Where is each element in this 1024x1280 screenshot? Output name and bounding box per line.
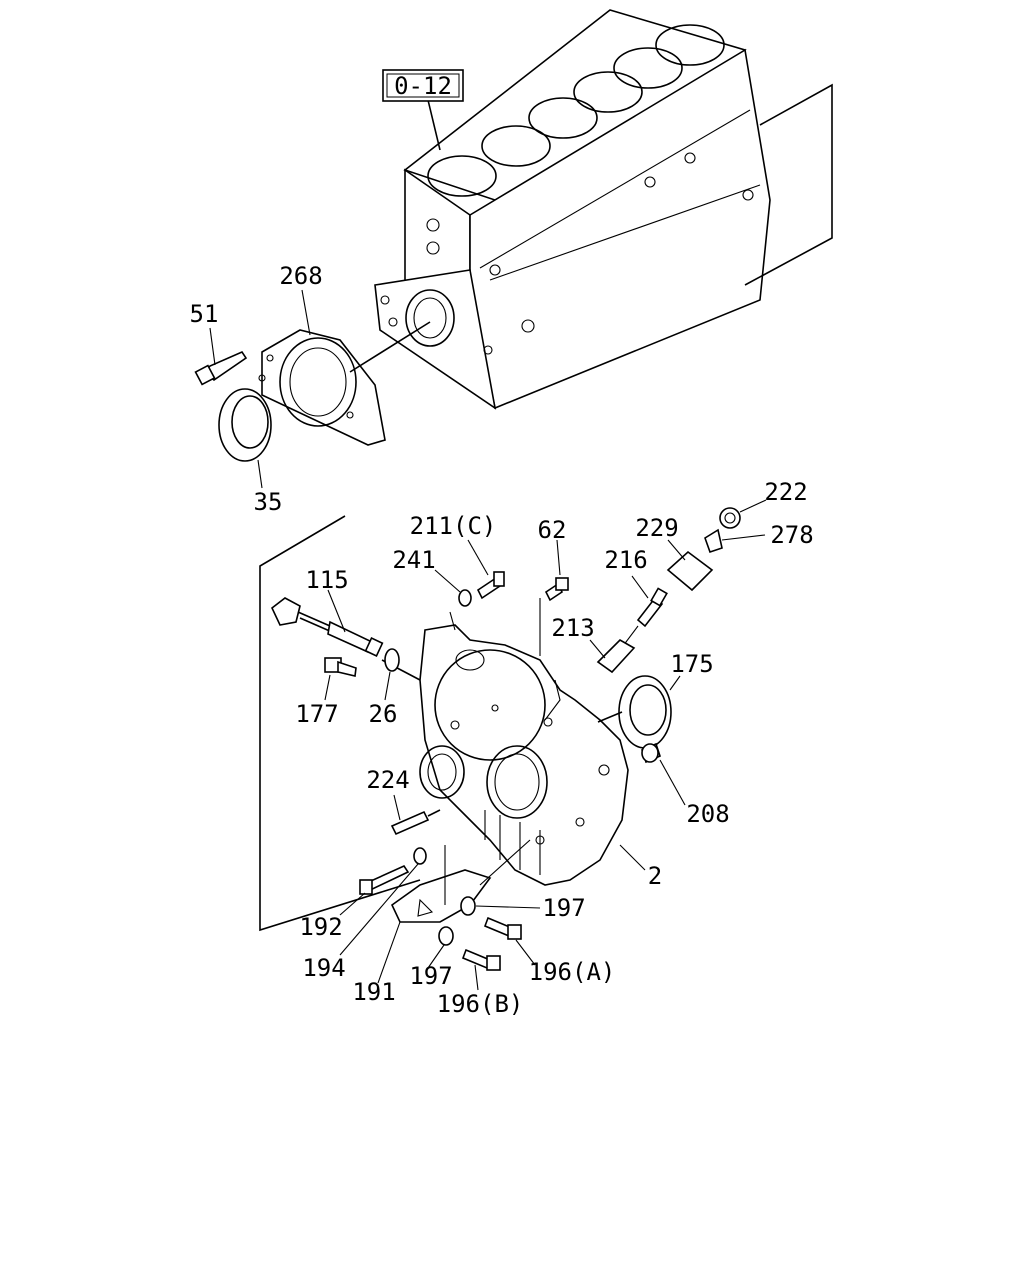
reference-box[interactable]: 0-12 xyxy=(382,69,464,102)
o-ring-26 xyxy=(384,648,400,672)
sensor-216 xyxy=(619,587,668,651)
label-278: 278 xyxy=(770,521,813,549)
sensor-115 xyxy=(271,597,421,681)
cylinder-block xyxy=(374,9,771,410)
label-208: 208 xyxy=(686,800,729,828)
oil-seal-175 xyxy=(597,675,672,749)
label-51: 51 xyxy=(190,300,219,328)
part-labels: 268 51 35 222 211(C) 62 229 278 241 216 … xyxy=(190,262,814,1018)
washer-194 xyxy=(413,847,427,865)
bolt-62 xyxy=(539,577,569,656)
label-213: 213 xyxy=(551,614,594,642)
bolt-196b xyxy=(461,948,501,971)
label-177: 177 xyxy=(295,700,338,728)
oil-seal-35 xyxy=(218,388,272,462)
label-194: 194 xyxy=(302,954,345,982)
bracket-229 xyxy=(666,550,714,592)
label-224: 224 xyxy=(366,766,409,794)
rear-seal-retainer xyxy=(258,321,431,446)
label-197-b: 197 xyxy=(409,962,452,990)
group-bracket-top xyxy=(744,83,833,286)
label-115: 115 xyxy=(305,566,348,594)
bolt-211c xyxy=(476,571,505,600)
label-197-a: 197 xyxy=(542,894,585,922)
leader-lines xyxy=(209,289,767,991)
dowel-208 xyxy=(641,742,661,764)
bolt-177 xyxy=(324,657,357,677)
label-229: 229 xyxy=(635,514,678,542)
stud-224 xyxy=(390,809,441,836)
label-175: 175 xyxy=(670,650,713,678)
label-222: 222 xyxy=(764,478,807,506)
label-211c: 211(C) xyxy=(410,512,497,540)
washer-241 xyxy=(458,589,472,607)
label-268: 268 xyxy=(279,262,322,290)
label-26: 26 xyxy=(369,700,398,728)
label-216: 216 xyxy=(604,546,647,574)
label-192: 192 xyxy=(299,913,342,941)
label-196a: 196(A) xyxy=(529,958,616,986)
nut-222 xyxy=(719,507,741,529)
clip-278 xyxy=(704,528,723,554)
bolt-196a xyxy=(483,916,522,940)
label-35: 35 xyxy=(254,488,283,516)
bolt-192 xyxy=(359,864,410,895)
label-2: 2 xyxy=(648,862,662,890)
label-62: 62 xyxy=(538,516,567,544)
flywheel-housing xyxy=(419,624,629,886)
label-196b: 196(B) xyxy=(437,990,524,1018)
bracket-191 xyxy=(390,845,492,923)
label-191: 191 xyxy=(352,978,395,1006)
bolt-51 xyxy=(194,350,248,386)
group-bracket-bottom xyxy=(259,515,421,932)
bracket-213 xyxy=(596,639,636,674)
washer-197a xyxy=(460,896,476,916)
label-241: 241 xyxy=(392,546,435,574)
reference-box-label: 0-12 xyxy=(394,72,452,100)
washer-197b xyxy=(438,926,454,946)
